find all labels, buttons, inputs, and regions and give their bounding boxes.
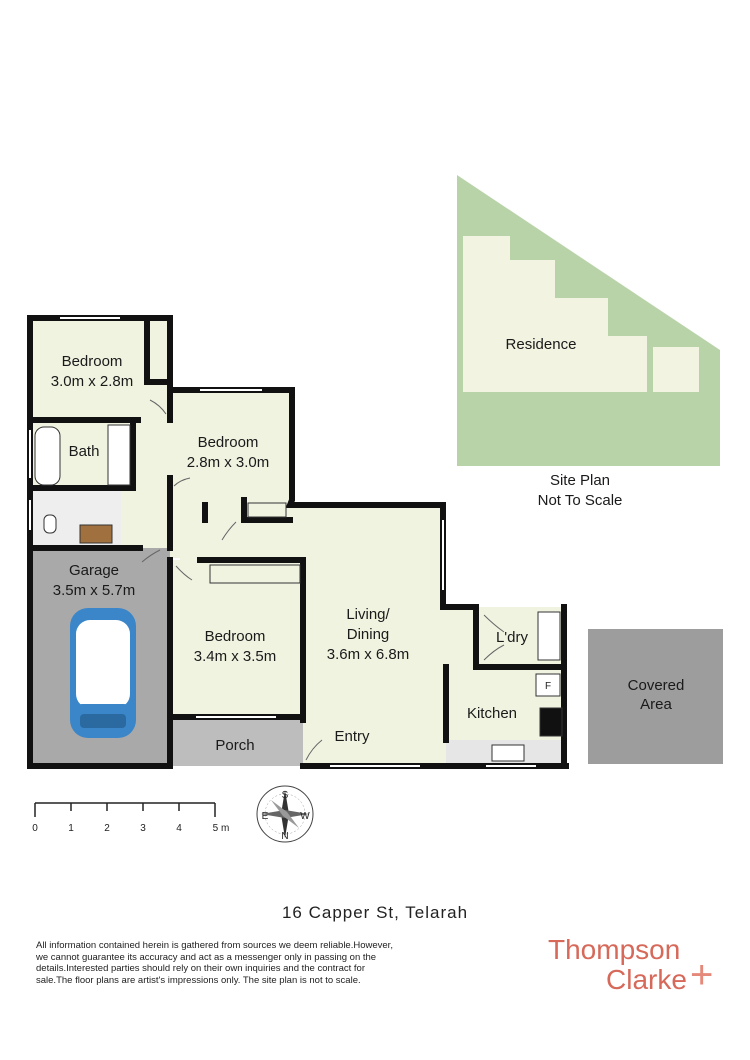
laundry-tub — [537, 611, 561, 661]
scale-tick-5: 5 m — [213, 823, 230, 834]
scale-tick-0: 0 — [32, 823, 38, 834]
garage-name: Garage — [69, 562, 119, 579]
bath-label: Bath — [69, 443, 100, 460]
porch-label: Porch — [215, 737, 254, 754]
garage-car-outline — [209, 564, 301, 584]
compass-s: S — [282, 790, 289, 801]
porch-floor — [170, 717, 303, 766]
disclaimer-text: All information contained herein is gath… — [36, 940, 393, 986]
covered-area — [588, 629, 723, 764]
shower — [107, 424, 131, 486]
bedroom3-name: Bedroom — [205, 628, 266, 645]
brand-name-line1: Thompson — [548, 934, 681, 965]
doors — [141, 399, 505, 761]
site-plan: Residence Site Plan Not To Scale — [457, 175, 720, 509]
brand-name-line2: Clarke — [606, 964, 687, 995]
compass-n: N — [281, 831, 288, 842]
living-label-1: Living/ — [346, 606, 390, 623]
cooktop — [539, 707, 563, 737]
site-residence-label: Residence — [506, 336, 577, 353]
kitchen-label: Kitchen — [467, 705, 517, 722]
entry-label: Entry — [334, 728, 370, 745]
property-address: 16 Capper St, Telarah — [281, 903, 469, 922]
car-icon — [70, 608, 136, 738]
kitchen-sink — [491, 744, 525, 762]
room-labels: Bedroom 3.0m x 2.8m Bedroom 2.8m x 3.0m … — [51, 353, 551, 754]
compass-w: W — [300, 811, 310, 822]
living-size: 3.6m x 6.8m — [327, 646, 410, 663]
living-label-2: Dining — [347, 626, 390, 643]
windows — [29, 317, 536, 767]
toilet — [43, 514, 57, 534]
bedroom2-size: 2.8m x 3.0m — [187, 454, 270, 471]
bedroom3-size: 3.4m x 3.5m — [194, 648, 277, 665]
bedroom1-size: 3.0m x 2.8m — [51, 373, 134, 390]
covered-area-label-1: Covered — [628, 677, 685, 694]
scale-tick-3: 3 — [140, 823, 146, 834]
wardrobe-bed2 — [247, 502, 287, 518]
site-residence — [463, 236, 647, 392]
fridge — [535, 673, 561, 697]
bathtub — [34, 426, 61, 486]
fridge-label: F — [545, 681, 551, 692]
bedroom2-name: Bedroom — [198, 434, 259, 451]
site-plan-scale-note: Not To Scale — [538, 492, 623, 509]
compass-icon: S W N E — [256, 785, 314, 843]
scale-tick-1: 1 — [68, 823, 74, 834]
scale-tick-4: 4 — [176, 823, 182, 834]
covered-area-label-2: Area — [640, 696, 672, 713]
scale-bar: 0 1 2 3 4 5 m — [32, 802, 230, 834]
brand-logo: Thompson Clarke + — [548, 934, 718, 997]
site-plan-caption: Site Plan — [550, 472, 610, 489]
site-outbuilding — [653, 347, 699, 392]
floor-plan: Residence Site Plan Not To Scale Covered… — [27, 175, 723, 843]
scale-tick-2: 2 — [104, 823, 110, 834]
bedroom1-name: Bedroom — [62, 353, 123, 370]
brand-plus-icon: + — [690, 953, 714, 997]
garage-size: 3.5m x 5.7m — [53, 582, 136, 599]
fixtures — [34, 424, 563, 762]
compass-e: E — [262, 811, 269, 822]
vanity — [79, 524, 113, 544]
laundry-label: L'dry — [496, 629, 529, 646]
